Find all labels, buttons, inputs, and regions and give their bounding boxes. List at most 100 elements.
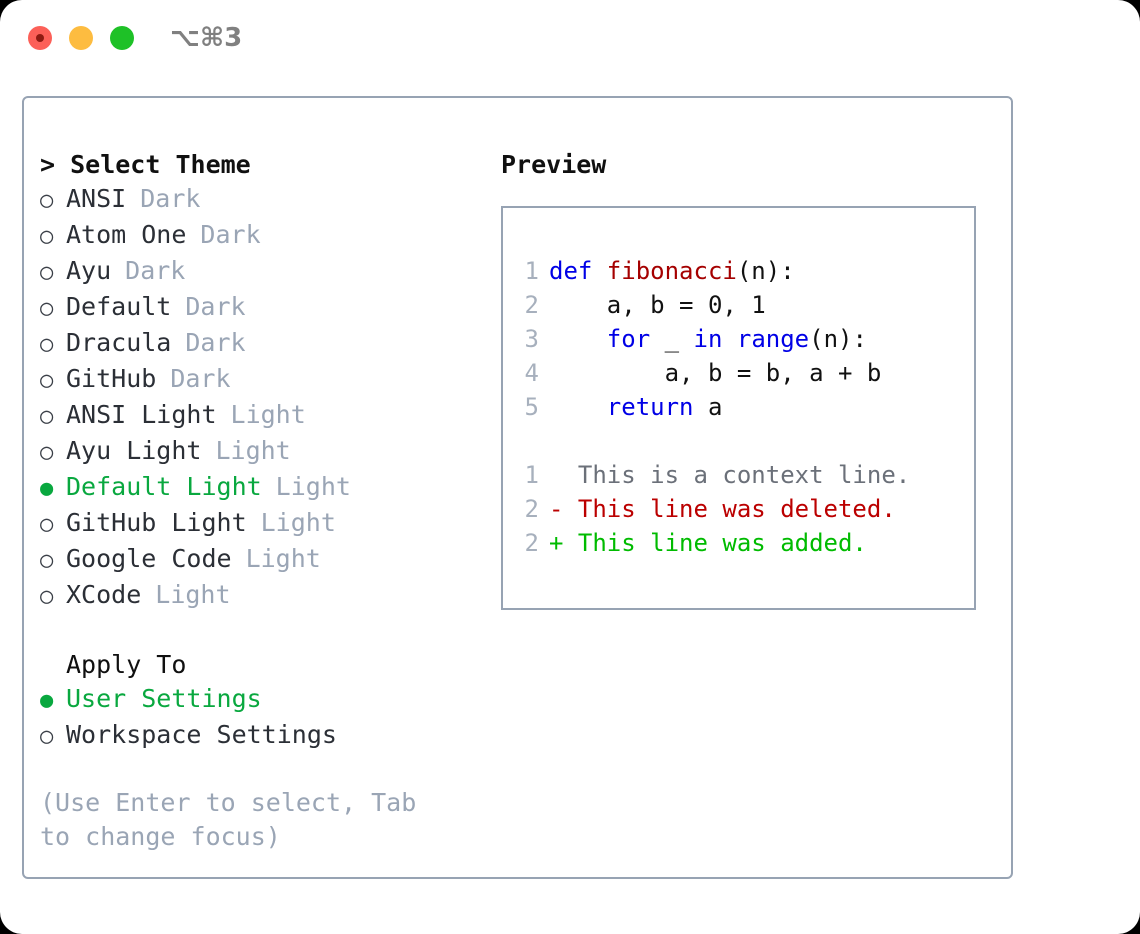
diff-line-text: + This line was added. bbox=[549, 529, 867, 557]
diff-sample: 1 This is a context line. 2 - This line wa… bbox=[503, 458, 974, 560]
apply-to-list[interactable]: ● User Settings ○ Workspace Settings bbox=[40, 682, 500, 754]
radio-unselected-icon: ○ bbox=[40, 224, 54, 249]
theme-option-row[interactable]: ○ XCode Light bbox=[40, 578, 500, 614]
apply-to-header: Apply To bbox=[66, 650, 187, 679]
theme-option-category: Light bbox=[155, 580, 231, 609]
theme-option-name: Default Light bbox=[66, 472, 262, 501]
code-line-text: a, b = 0, 1 bbox=[549, 288, 766, 322]
code-token: (n): bbox=[809, 325, 867, 353]
window-controls bbox=[28, 26, 134, 50]
code-line: 3 for _ in range(n): bbox=[503, 322, 974, 356]
radio-unselected-icon: ○ bbox=[40, 512, 54, 537]
theme-option-name: ANSI Light bbox=[66, 400, 217, 429]
code-token: return bbox=[606, 393, 694, 421]
code-token: range bbox=[736, 325, 810, 353]
theme-option-category: Dark bbox=[185, 292, 246, 321]
code-line-number: 2 bbox=[524, 291, 539, 319]
theme-option-name: Default bbox=[66, 292, 172, 321]
theme-option-row[interactable]: ○ GitHub Light Light bbox=[40, 506, 500, 542]
radio-unselected-icon: ○ bbox=[40, 332, 54, 357]
list-spacer bbox=[40, 614, 500, 648]
theme-option-name: GitHub Light bbox=[66, 508, 247, 537]
theme-option-category: Light bbox=[260, 508, 336, 537]
code-line: 5 return a bbox=[503, 390, 974, 424]
code-line-text: for _ in range(n): bbox=[549, 322, 867, 356]
theme-option-name: Google Code bbox=[66, 544, 232, 573]
zoom-button-icon[interactable] bbox=[110, 26, 134, 50]
radio-unselected-icon: ○ bbox=[40, 188, 54, 213]
code-token: a bbox=[693, 393, 723, 421]
theme-option-category: Light bbox=[275, 472, 351, 501]
theme-option-row[interactable]: ○ GitHub Dark bbox=[40, 362, 500, 398]
diff-line-number: 2 bbox=[524, 529, 539, 557]
code-token: fibonacci bbox=[606, 257, 737, 285]
code-diff-separator bbox=[503, 424, 974, 458]
code-token: for bbox=[606, 325, 651, 353]
theme-option-name: GitHub bbox=[66, 364, 157, 393]
theme-option-category: Light bbox=[245, 544, 321, 573]
code-line-number: 5 bbox=[524, 393, 539, 421]
apply-to-option-name: Workspace Settings bbox=[66, 720, 337, 749]
diff-line: 1 This is a context line. bbox=[503, 458, 974, 492]
theme-option-row[interactable]: ● Default Light Light bbox=[40, 470, 500, 506]
close-button-icon[interactable] bbox=[28, 26, 52, 50]
theme-option-row[interactable]: ○ Google Code Light bbox=[40, 542, 500, 578]
apply-to-option-row[interactable]: ○ Workspace Settings bbox=[40, 718, 500, 754]
radio-unselected-icon: ○ bbox=[40, 260, 54, 285]
diff-line: 2 - This line was deleted. bbox=[503, 492, 974, 526]
radio-selected-icon: ● bbox=[40, 476, 54, 501]
code-token: a, b = b, a + b bbox=[549, 359, 882, 387]
apply-to-option-name: User Settings bbox=[66, 684, 262, 713]
radio-selected-icon: ● bbox=[40, 688, 54, 713]
preview-header: Preview bbox=[501, 150, 607, 179]
radio-unselected-icon: ○ bbox=[40, 548, 54, 573]
diff-line: 2 + This line was added. bbox=[503, 526, 974, 560]
code-token bbox=[549, 325, 607, 353]
code-line: 4 a, b = b, a + b bbox=[503, 356, 974, 390]
code-line-number: 3 bbox=[524, 325, 539, 353]
theme-option-name: Atom One bbox=[66, 220, 187, 249]
code-token: def bbox=[549, 257, 607, 285]
code-line: 2 a, b = 0, 1 bbox=[503, 288, 974, 322]
theme-option-name: ANSI bbox=[66, 184, 127, 213]
code-line-text: return a bbox=[549, 390, 723, 424]
title-bar: ⌥⌘3 bbox=[0, 0, 1140, 78]
radio-unselected-icon: ○ bbox=[40, 584, 54, 609]
diff-line-text: - This line was deleted. bbox=[549, 495, 896, 523]
radio-unselected-icon: ○ bbox=[40, 724, 54, 749]
theme-option-category: Dark bbox=[200, 220, 261, 249]
code-token bbox=[549, 393, 607, 421]
radio-unselected-icon: ○ bbox=[40, 368, 54, 393]
radio-unselected-icon: ○ bbox=[40, 404, 54, 429]
code-token bbox=[722, 325, 736, 353]
theme-option-category: Light bbox=[215, 436, 291, 465]
diff-line-number: 2 bbox=[524, 495, 539, 523]
theme-option-name: Dracula bbox=[66, 328, 172, 357]
minimize-button-icon[interactable] bbox=[69, 26, 93, 50]
code-line-text: def fibonacci(n): bbox=[549, 254, 795, 288]
code-token: _ bbox=[650, 325, 694, 353]
theme-option-category: Dark bbox=[140, 184, 201, 213]
code-token: (n): bbox=[736, 257, 795, 285]
theme-option-row[interactable]: ○ Atom One Dark bbox=[40, 218, 500, 254]
theme-option-row[interactable]: ○ ANSI Dark bbox=[40, 182, 500, 218]
theme-option-category: Dark bbox=[170, 364, 231, 393]
apply-to-option-row[interactable]: ● User Settings bbox=[40, 682, 500, 718]
theme-option-name: XCode bbox=[66, 580, 142, 609]
select-theme-header: > Select Theme bbox=[40, 150, 251, 179]
code-token: a, b = 0, 1 bbox=[549, 291, 766, 319]
keyboard-shortcut-label: ⌥⌘3 bbox=[170, 23, 243, 53]
theme-option-name: Ayu Light bbox=[66, 436, 202, 465]
